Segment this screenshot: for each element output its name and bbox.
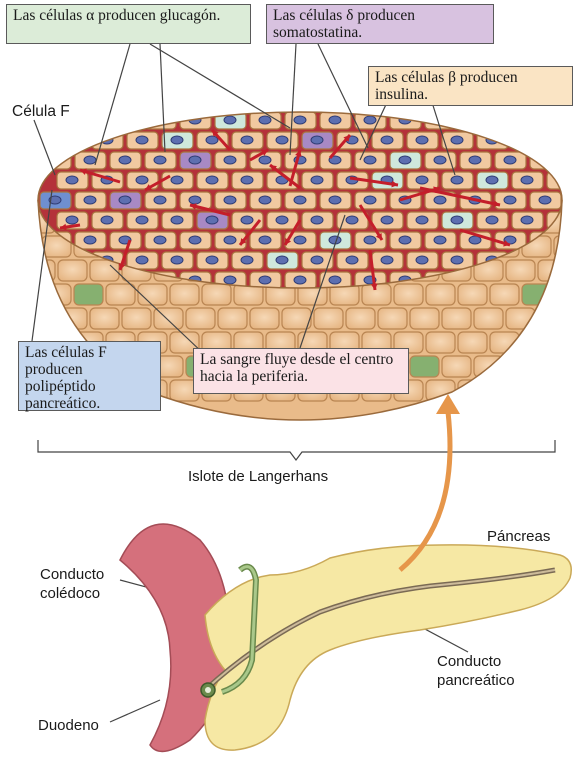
blood-flow-callout: La sangre fluye desde el centro hacia la… bbox=[193, 348, 409, 394]
islote-label: Islote de Langerhans bbox=[188, 468, 328, 485]
alpha-cells-callout: Las células α producen glucagón. bbox=[6, 4, 251, 44]
pancreas-drawing bbox=[120, 524, 571, 751]
pancreas-label: Páncreas bbox=[487, 528, 550, 545]
beta-cells-callout: Las células β producen insulina. bbox=[368, 66, 573, 106]
celula-f-label: Célula F bbox=[12, 103, 70, 121]
conducto-pancreatico-label: Conducto pancreático bbox=[437, 652, 547, 690]
f-cells-text: Las células F producen polipéptido pancr… bbox=[25, 344, 107, 412]
delta-cells-callout: Las células δ producen somatostatina. bbox=[266, 4, 494, 44]
blood-flow-text: La sangre fluye desde el centro hacia la… bbox=[200, 351, 393, 385]
f-cells-callout: Las células F producen polipéptido pancr… bbox=[18, 341, 161, 411]
beta-cells-text: Las células β producen insulina. bbox=[375, 69, 518, 103]
delta-cells-text: Las células δ producen somatostatina. bbox=[273, 7, 415, 41]
conducto-coledoco-label: Conducto colédoco bbox=[40, 565, 140, 603]
duodeno-label: Duodeno bbox=[38, 717, 99, 734]
alpha-cells-text: Las células α producen glucagón. bbox=[13, 7, 220, 24]
islet-brace bbox=[38, 440, 555, 460]
